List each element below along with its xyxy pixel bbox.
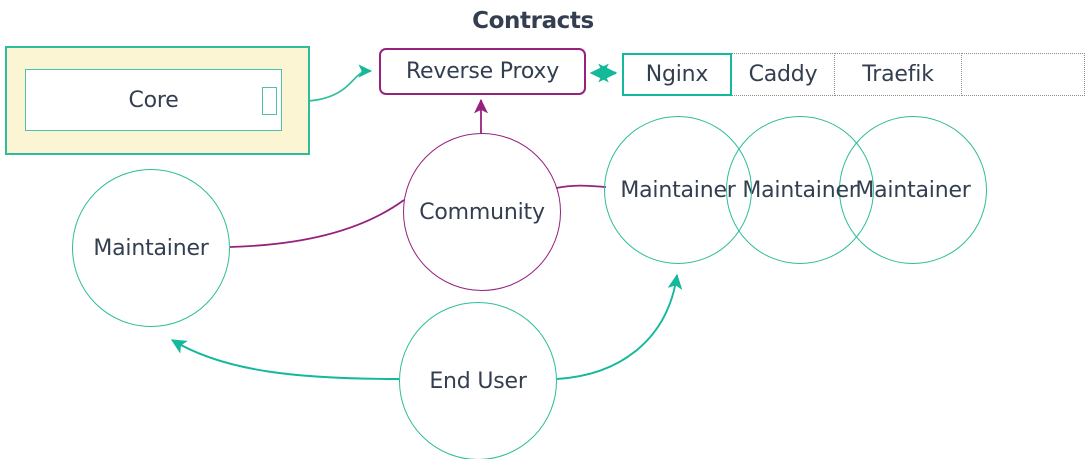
edge-end-user-to-maintainer-1 (556, 273, 683, 380)
edge-end-user-to-maintainer-left (171, 339, 400, 380)
core-label: Core (128, 87, 179, 113)
impl-box-empty[interactable] (961, 53, 1085, 96)
actor-label: Maintainer (620, 177, 736, 203)
actor-label: Community (419, 199, 545, 225)
impl-label: Traefik (862, 62, 934, 87)
core-port[interactable] (262, 87, 277, 115)
actor-maintainer-left[interactable]: Maintainer (72, 169, 230, 327)
actor-maintainer-3[interactable]: Maintainer (839, 116, 987, 264)
actor-community[interactable]: Community (403, 133, 561, 291)
implementation-row: Nginx Caddy Traefik (622, 53, 1085, 96)
actor-end-user[interactable]: End User (399, 302, 557, 459)
actor-label: End User (429, 368, 527, 394)
impl-box-nginx[interactable]: Nginx (622, 53, 732, 96)
actor-maintainer-1[interactable]: Maintainer (604, 116, 752, 264)
impl-box-caddy[interactable]: Caddy (731, 53, 835, 96)
contracts-title: Contracts (472, 8, 594, 34)
reverse-proxy-node[interactable]: Reverse Proxy (379, 48, 586, 95)
actor-maintainer-2[interactable]: Maintainer (726, 116, 874, 264)
edge-maintainer-left-to-community (229, 199, 405, 248)
reverse-proxy-label: Reverse Proxy (405, 59, 560, 84)
core-node[interactable]: Core (25, 69, 282, 131)
impl-box-traefik[interactable]: Traefik (834, 53, 962, 96)
impl-label: Caddy (748, 62, 818, 87)
actor-label: Maintainer (742, 177, 858, 203)
edge-community-to-maintainer-1 (555, 184, 607, 189)
impl-label: Nginx (645, 62, 709, 87)
actor-label: Maintainer (93, 235, 209, 261)
actor-label: Maintainer (855, 177, 971, 203)
